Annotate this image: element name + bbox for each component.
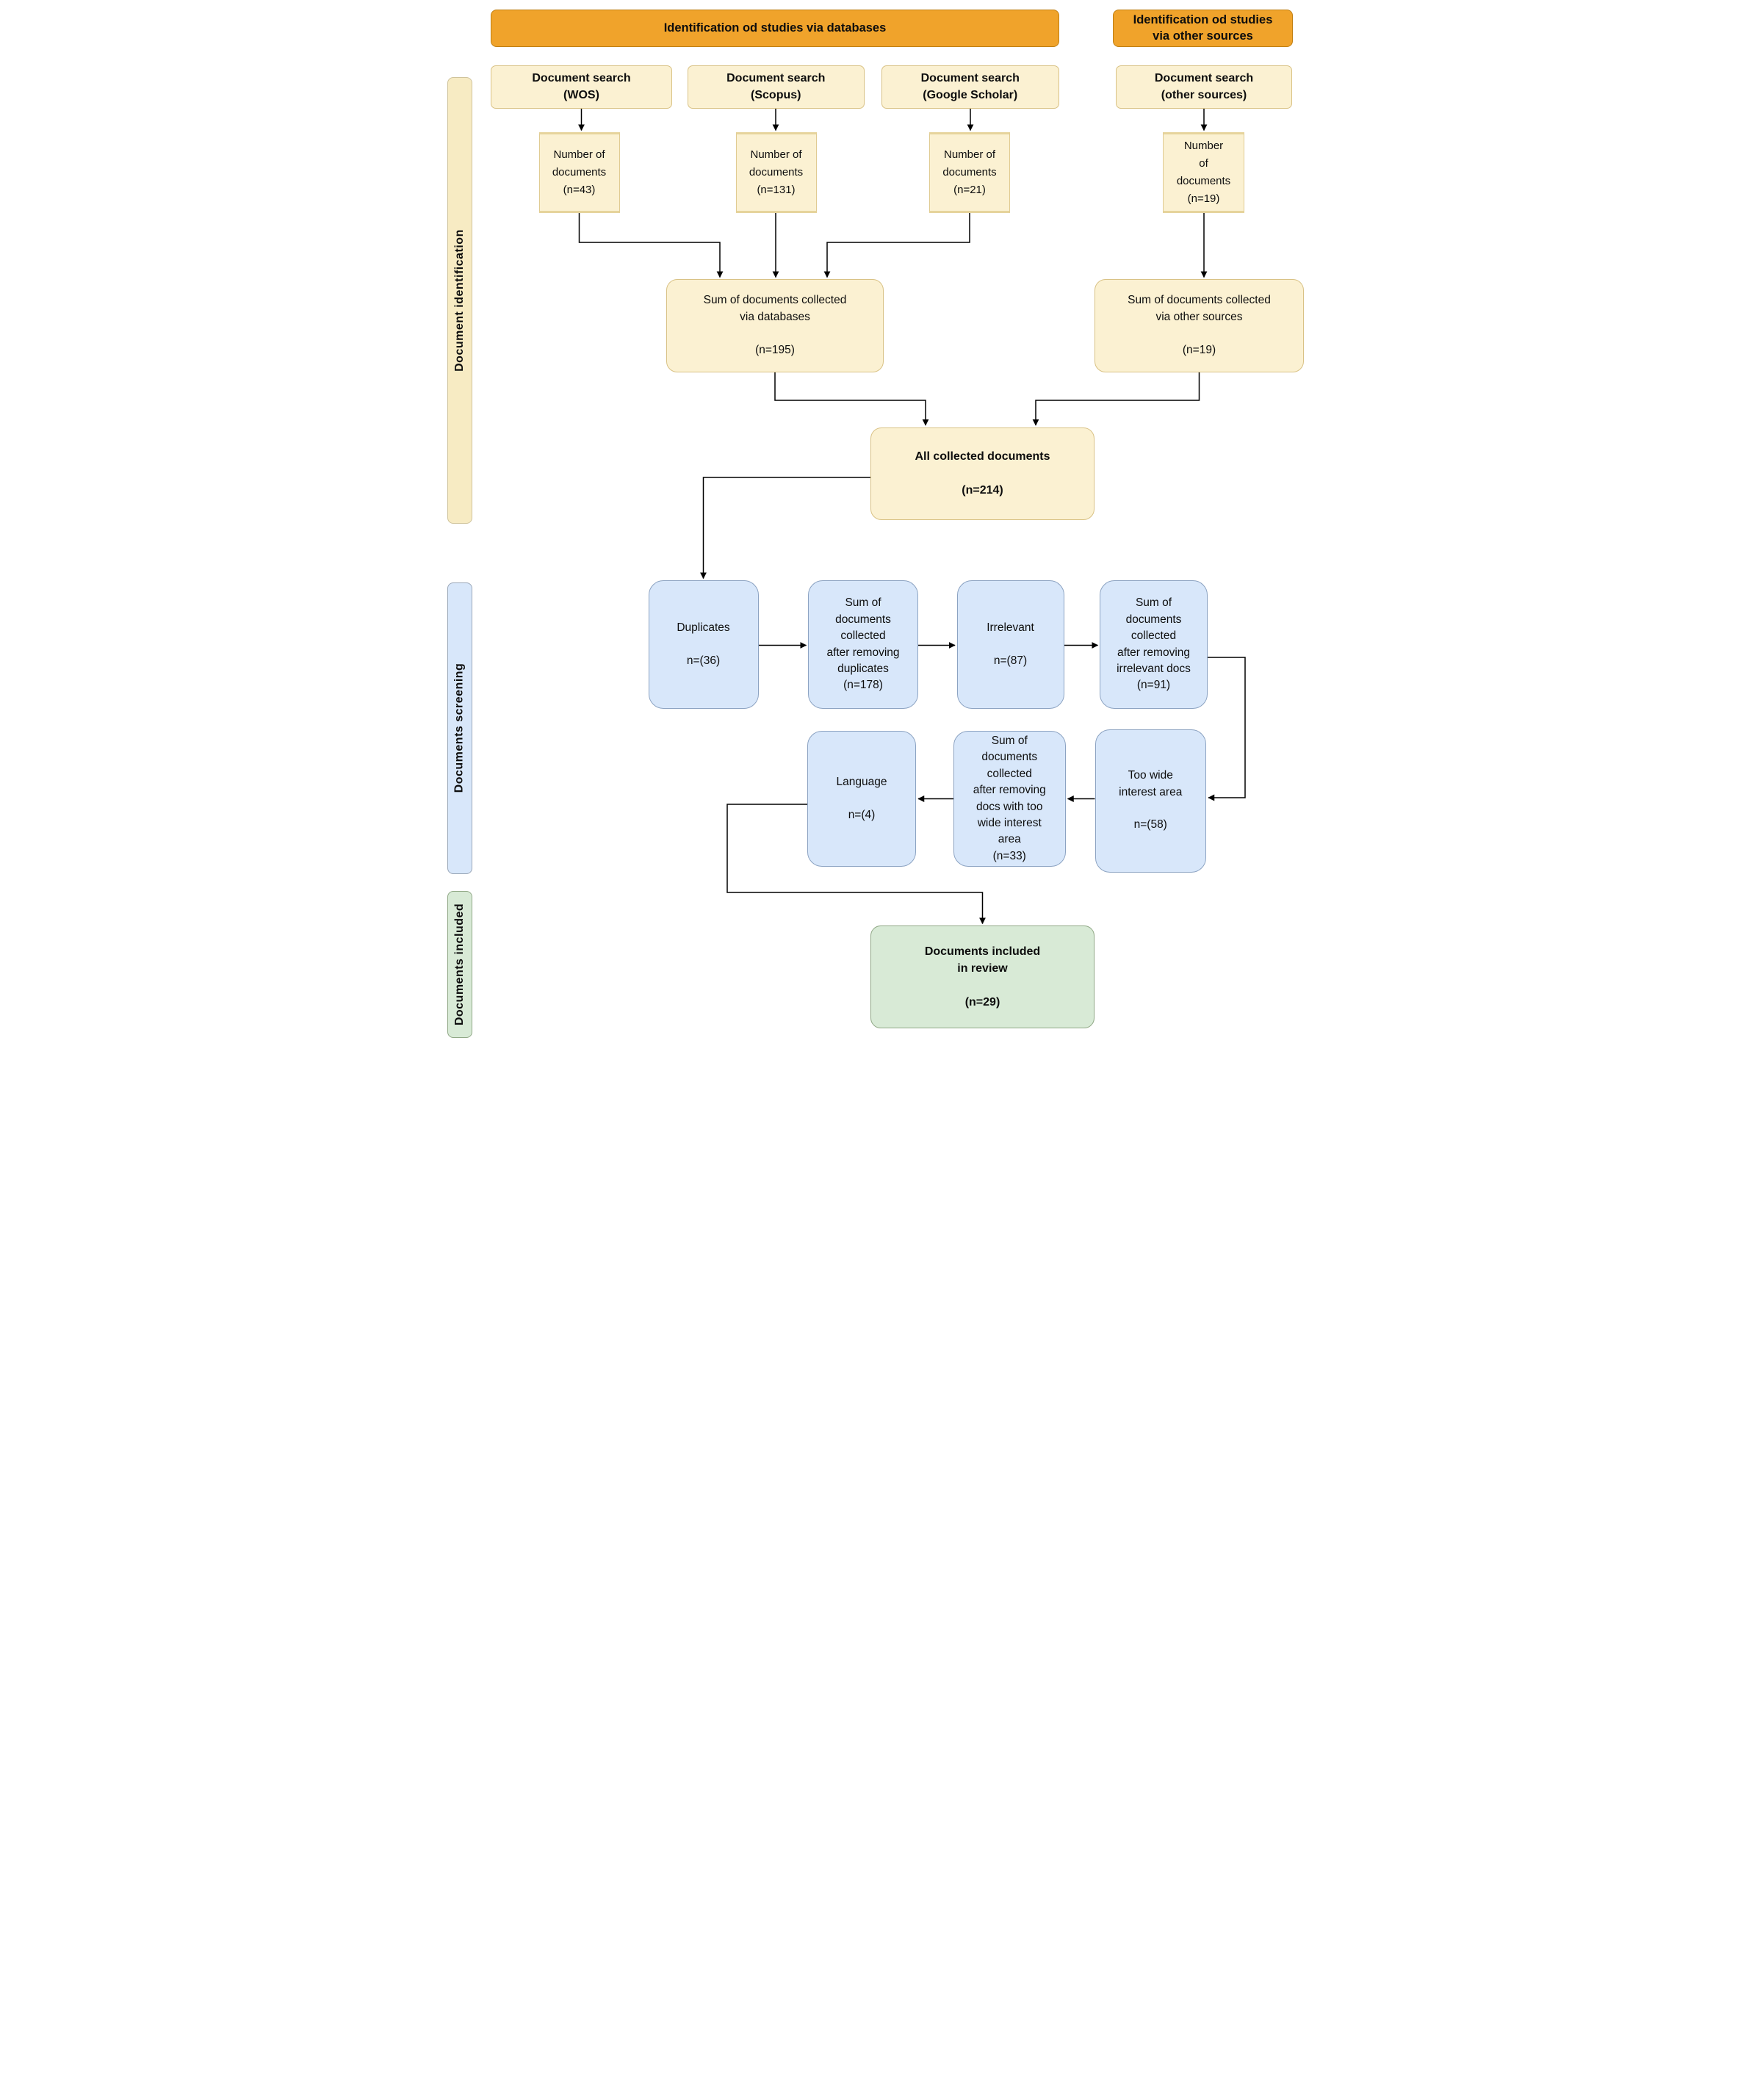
sidebar-documents-included: Documents included — [447, 890, 472, 1038]
box-document-search-scopus: Document search (Scopus) — [688, 65, 865, 109]
box-number-of-documents-wos: Number of documents (n=43) — [538, 132, 620, 213]
box-too-wide-interest-area: Too wide interest area n=(58) — [1095, 729, 1206, 873]
header-identification-via-databases-label: Identification od studies via databases — [663, 21, 887, 35]
box-sum-collected-via-other-sources: Sum of documents collected via other sou… — [1095, 279, 1304, 372]
sidebar-documents-screening: Documents screening — [447, 582, 472, 874]
header-identification-via-other-sources: Identification od studies via other sour… — [1113, 10, 1293, 47]
connector-sum-irr-to-too-wide — [1208, 657, 1246, 801]
box-too-wide-interest-area-label: Too wide interest area n=(58) — [1119, 769, 1183, 831]
box-sum-after-removing-duplicates-label: Sum of documents collected after removin… — [826, 596, 900, 692]
connector-language-to-included — [726, 804, 986, 925]
box-duplicates: Duplicates n=(36) — [648, 580, 759, 709]
connector-sum-os-to-all — [1032, 372, 1200, 426]
box-document-search-other-sources-label: Document search (other sources) — [1154, 72, 1254, 102]
connector-sum-db-to-all — [774, 372, 929, 426]
box-sum-collected-via-databases-label: Sum of documents collected via databases… — [703, 294, 847, 356]
box-sum-collected-via-other-sources-label: Sum of documents collected via other sou… — [1128, 294, 1271, 356]
header-identification-via-databases: Identification od studies via databases — [491, 10, 1059, 47]
box-number-of-documents-wos-label: Number of documents (n=43) — [552, 148, 607, 196]
sidebar-documents-included-label: Documents included — [452, 903, 466, 1025]
box-sum-after-removing-irrelevant-label: Sum of documents collected after removin… — [1117, 596, 1191, 692]
connector-all-to-duplicates — [700, 477, 870, 580]
sidebar-document-identification: Document identification — [447, 77, 472, 524]
box-all-collected-documents-label: All collected documents (n=214) — [915, 450, 1050, 497]
box-number-of-documents-other-sources: Number of documents (n=19) — [1163, 132, 1244, 213]
box-document-search-scopus-label: Document search (Scopus) — [726, 72, 826, 102]
box-number-of-documents-google-scholar-label: Number of documents (n=21) — [942, 148, 997, 196]
box-number-of-documents-scopus: Number of documents (n=131) — [735, 132, 817, 213]
box-sum-collected-via-databases: Sum of documents collected via databases… — [666, 279, 884, 372]
box-document-search-wos: Document search (WOS) — [491, 65, 672, 109]
sidebar-document-identification-label: Document identification — [452, 228, 466, 372]
box-documents-included-in-review: Documents included in review (n=29) — [870, 925, 1095, 1028]
box-sum-after-removing-duplicates: Sum of documents collected after removin… — [808, 580, 918, 709]
connector-layer — [578, 108, 1246, 925]
connector-count-gs-to-sum-db — [823, 213, 970, 278]
connector-count-wos-to-sum-db — [578, 213, 724, 278]
header-identification-via-other-sources-label: Identification od studies via other sour… — [1133, 13, 1273, 43]
box-irrelevant: Irrelevant n=(87) — [956, 580, 1064, 709]
box-duplicates-label: Duplicates n=(36) — [677, 621, 730, 667]
box-document-search-other-sources: Document search (other sources) — [1116, 65, 1292, 109]
box-sum-after-removing-irrelevant: Sum of documents collected after removin… — [1100, 580, 1208, 709]
box-document-search-google-scholar-label: Document search (Google Scholar) — [920, 72, 1020, 102]
box-number-of-documents-other-sources-label: Number of documents (n=19) — [1176, 140, 1231, 205]
box-sum-after-removing-too-wide-label: Sum of documents collected after removin… — [973, 734, 1046, 862]
box-number-of-documents-google-scholar: Number of documents (n=21) — [929, 132, 1010, 213]
box-documents-included-in-review-label: Documents included in review (n=29) — [924, 945, 1041, 1009]
sidebar-documents-screening-label: Documents screening — [452, 663, 466, 793]
box-document-search-google-scholar: Document search (Google Scholar) — [881, 65, 1059, 109]
box-language-label: Language n=(4) — [836, 775, 887, 821]
box-all-collected-documents: All collected documents (n=214) — [870, 427, 1095, 520]
box-document-search-wos-label: Document search (WOS) — [532, 72, 631, 102]
box-sum-after-removing-too-wide: Sum of documents collected after removin… — [953, 731, 1066, 867]
box-irrelevant-label: Irrelevant n=(87) — [987, 621, 1034, 667]
box-number-of-documents-scopus-label: Number of documents (n=131) — [749, 148, 804, 196]
box-language: Language n=(4) — [807, 731, 916, 867]
